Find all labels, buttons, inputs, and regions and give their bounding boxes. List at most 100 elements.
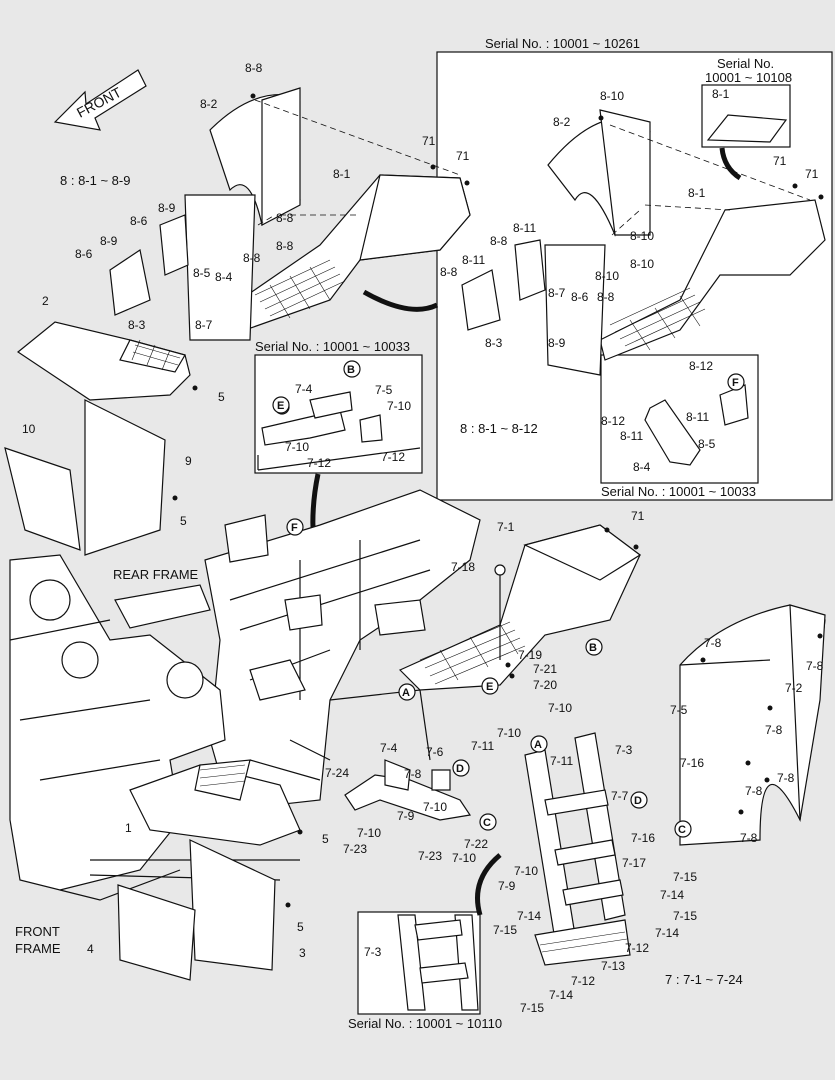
part-label: 7-5 bbox=[375, 383, 393, 397]
part-label: 7-16 bbox=[680, 756, 704, 770]
part-label: 7-14 bbox=[655, 926, 679, 940]
callout-e2: E bbox=[481, 677, 499, 695]
ladder-7-3 bbox=[524, 732, 631, 966]
part-label: 8-5 bbox=[698, 437, 716, 451]
part-label: 7-6 bbox=[426, 745, 444, 759]
part-label: 8-11 bbox=[462, 253, 485, 267]
callout-a2: A bbox=[530, 735, 548, 753]
part-label: 8-8 bbox=[597, 290, 615, 304]
fender-1 bbox=[129, 759, 301, 846]
bracket-8-4 bbox=[644, 384, 749, 466]
svg-text:D: D bbox=[456, 763, 464, 775]
part-label: 5 bbox=[322, 832, 329, 846]
part-label: 8-9 bbox=[100, 234, 118, 248]
part-label: 8-9 bbox=[158, 201, 176, 215]
part-label: 7-23 bbox=[343, 842, 367, 856]
callout-c: C bbox=[479, 813, 497, 831]
part-label: 7-15 bbox=[520, 1001, 544, 1015]
inset-8-1-part bbox=[706, 114, 788, 143]
group8-right-note: 8 : 8-1 ~ 8-12 bbox=[460, 421, 538, 436]
part-label: 8-8 bbox=[440, 265, 458, 279]
part-label: 4 bbox=[87, 942, 94, 956]
part-label: 7-8 bbox=[404, 767, 422, 781]
part-label: 8-2 bbox=[553, 115, 571, 129]
part-label: 7-13 bbox=[601, 959, 625, 973]
part-label: 8-11 bbox=[686, 410, 709, 424]
part-label: 7-10 bbox=[452, 851, 476, 865]
part-label: 8-10 bbox=[630, 257, 654, 271]
front-frame-label-1: FRONT bbox=[15, 924, 60, 939]
part-label: 7-10 bbox=[514, 864, 538, 878]
step-assembly-7 bbox=[398, 524, 642, 691]
callout-a: A bbox=[398, 683, 416, 701]
part-label: 9 bbox=[185, 454, 192, 468]
part-label: 8-7 bbox=[195, 318, 213, 332]
part-label: 7-2 bbox=[785, 681, 803, 695]
part-label: 7-9 bbox=[498, 879, 516, 893]
ladder-detail-7-3 bbox=[397, 914, 479, 1011]
svg-text:E: E bbox=[486, 681, 493, 693]
part-label: 7-7 bbox=[611, 789, 629, 803]
part-label: 7-17 bbox=[622, 856, 646, 870]
part-label: 8-4 bbox=[215, 270, 233, 284]
part-label: 8-6 bbox=[571, 290, 589, 304]
part-label: 71 bbox=[805, 167, 819, 181]
part-label: 8-8 bbox=[276, 239, 294, 253]
part-label: 7-4 bbox=[295, 382, 313, 396]
callout-c2: C bbox=[674, 820, 692, 838]
part-label: 8-8 bbox=[276, 211, 294, 225]
part-label: 7-9 bbox=[397, 809, 415, 823]
part-labels: 8-8 8-2 71 71 8-1 8-9 8-6 8-8 8-8 8-9 8-… bbox=[22, 61, 824, 1015]
part-label: 7-23 bbox=[418, 849, 442, 863]
part-label: 7-15 bbox=[493, 923, 517, 937]
part-label: 7-21 bbox=[533, 662, 557, 676]
part-label: 8-12 bbox=[601, 414, 625, 428]
part-label: 7-8 bbox=[765, 723, 783, 737]
part-label: 8-6 bbox=[130, 214, 148, 228]
part-label: 7-16 bbox=[631, 831, 655, 845]
part-label: 8-1 bbox=[333, 167, 351, 181]
serial-caption-7-4: Serial No. : 10001 ~ 10033 bbox=[255, 339, 410, 354]
part-label: 7-15 bbox=[673, 870, 697, 884]
part-label: 7-8 bbox=[777, 771, 795, 785]
part-label: 7-10 bbox=[357, 826, 381, 840]
part-label: 8-8 bbox=[490, 234, 508, 248]
part-label: 7-11 bbox=[471, 739, 494, 753]
part-label: 7-24 bbox=[325, 766, 349, 780]
part-label: 7-12 bbox=[625, 941, 649, 955]
front-frame-label-2: FRAME bbox=[15, 941, 61, 956]
svg-text:B: B bbox=[589, 642, 597, 654]
part-label: 1 bbox=[125, 821, 132, 835]
mud-flap-10 bbox=[4, 447, 81, 551]
serial-caption-right: Serial No. : 10001 ~ 10261 bbox=[485, 36, 640, 51]
part-label: 7-5 bbox=[670, 703, 688, 717]
part-label: 8-5 bbox=[193, 266, 211, 280]
part-label: 7-10 bbox=[497, 726, 521, 740]
part-label: 8-1 bbox=[712, 87, 730, 101]
step-assembly-right bbox=[461, 109, 826, 376]
callout-f2: F bbox=[727, 373, 745, 391]
part-label: 7-22 bbox=[464, 837, 488, 851]
svg-text:D: D bbox=[634, 795, 642, 807]
fender-2 bbox=[16, 321, 191, 401]
rear-frame bbox=[114, 489, 481, 811]
inset-8-1-caption-1: Serial No. bbox=[717, 56, 774, 71]
part-label: 7-15 bbox=[673, 909, 697, 923]
fender-7-2 bbox=[679, 604, 826, 846]
part-label: 7-19 bbox=[518, 648, 542, 662]
part-label: 7-11 bbox=[550, 754, 573, 768]
part-label: 7-8 bbox=[740, 831, 758, 845]
group8-left-note: 8 : 8-1 ~ 8-9 bbox=[60, 173, 130, 188]
leader-curve-1 bbox=[362, 289, 439, 312]
part-label: 7-4 bbox=[380, 741, 398, 755]
part-label: 7-12 bbox=[381, 450, 405, 464]
step-assembly-left bbox=[109, 87, 471, 341]
part-label: 7-14 bbox=[549, 988, 573, 1002]
callout-d: D bbox=[452, 759, 470, 777]
part-label: 2 bbox=[42, 294, 49, 308]
bracket-7-4 bbox=[257, 391, 421, 471]
svg-text:E: E bbox=[277, 400, 284, 412]
part-label: 8-12 bbox=[689, 359, 713, 373]
callout-f: F bbox=[286, 518, 304, 536]
svg-text:A: A bbox=[534, 739, 542, 751]
